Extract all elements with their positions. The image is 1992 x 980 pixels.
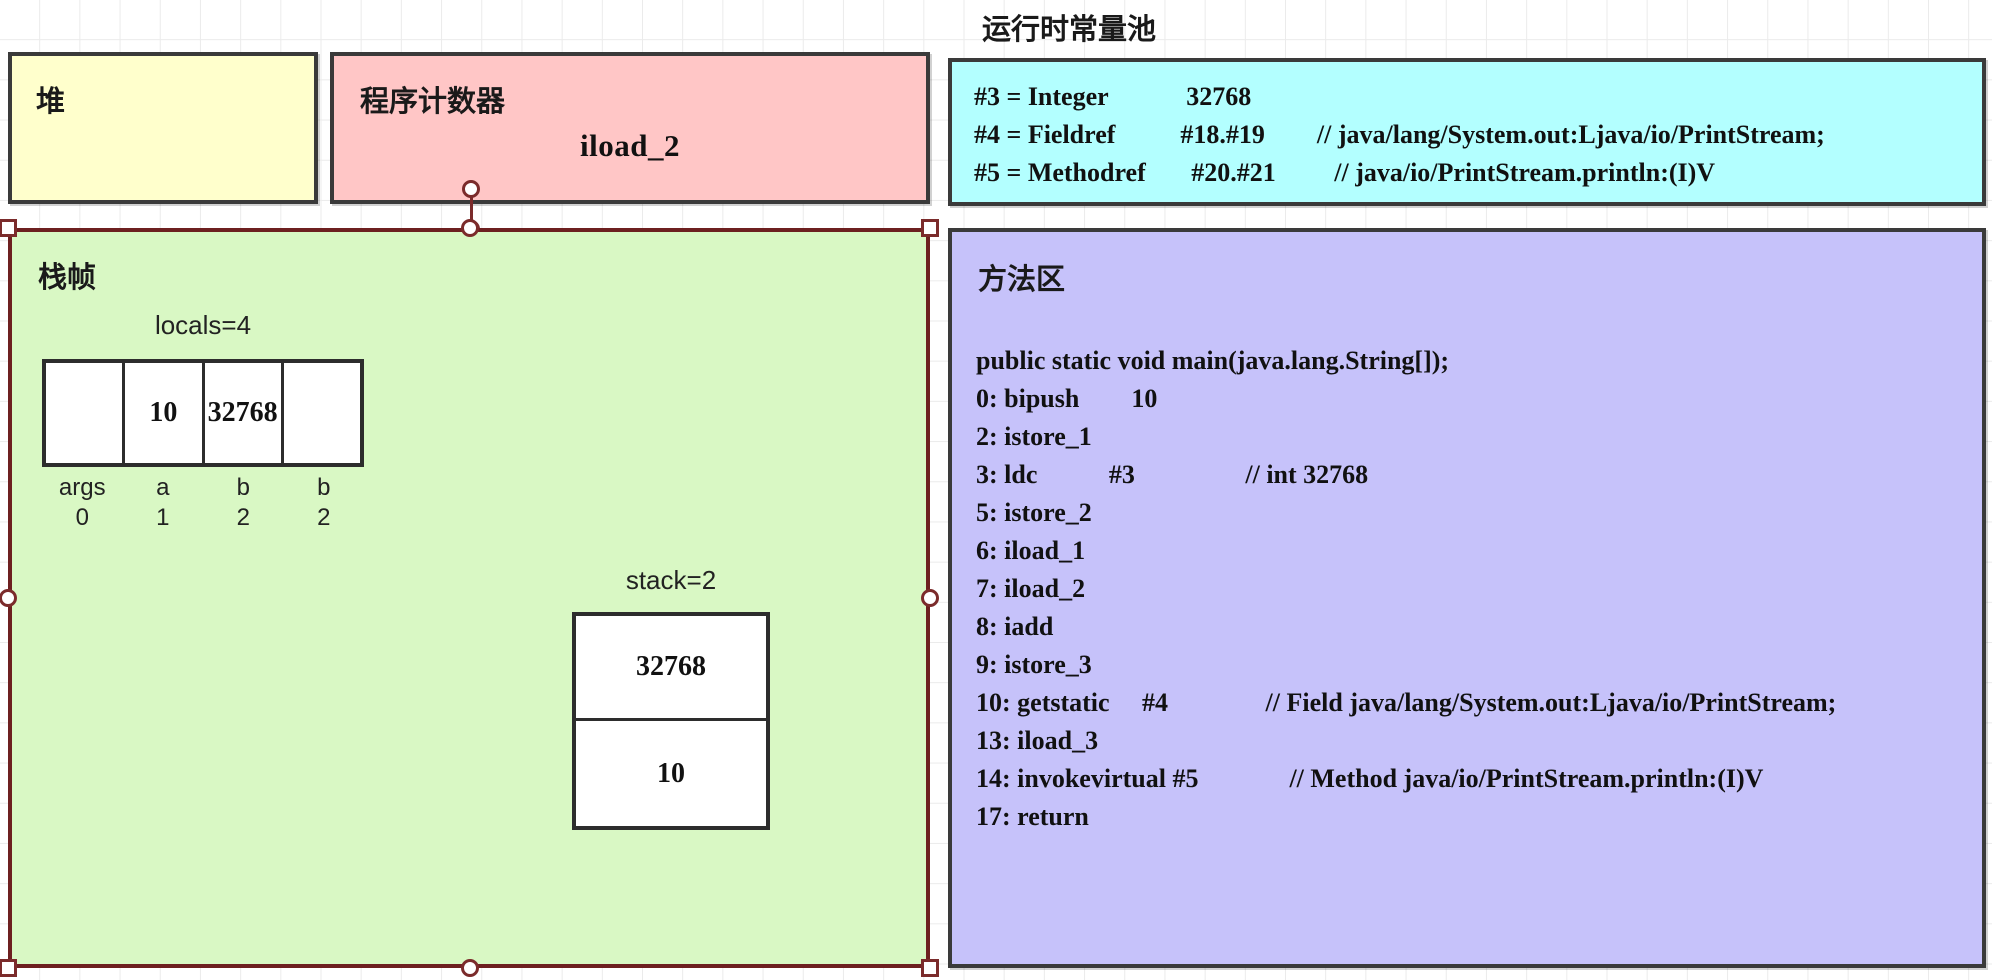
method-area-box[interactable]: 方法区 public static void main(java.lang.St…	[948, 228, 1986, 968]
locals-legend-0: args 0	[42, 473, 123, 533]
connector-line	[470, 186, 473, 230]
locals-caption: locals=4	[154, 310, 252, 340]
connector-endpoint-top-icon[interactable]	[462, 180, 480, 198]
local-variable-table-group[interactable]: locals=4 10 32768 args 0 a 1 b 2 b 2	[42, 310, 364, 533]
program-counter-value: iload_2	[580, 128, 680, 163]
locals-legend-2-name: b	[236, 474, 250, 501]
method-area-title: 方法区	[978, 264, 1066, 296]
resize-handle-bottom-left[interactable]	[0, 959, 17, 977]
resize-handle-top-left[interactable]	[0, 219, 17, 237]
operand-stack-group[interactable]: stack=2 32768 10	[572, 565, 770, 830]
runtime-constant-pool-title: 运行时常量池	[982, 14, 1157, 46]
locals-legend-3-name: b	[317, 474, 331, 501]
locals-legend-0-index: 0	[75, 504, 89, 531]
stack-frame-title: 栈帧	[38, 262, 97, 294]
locals-legend: args 0 a 1 b 2 b 2	[42, 473, 364, 533]
operand-stack-caption: stack=2	[625, 565, 717, 595]
resize-handle-top-right[interactable]	[921, 219, 939, 237]
locals-legend-3: b 2	[284, 473, 365, 533]
locals-legend-0-name: args	[58, 474, 106, 501]
locals-legend-2-index: 2	[236, 504, 250, 531]
runtime-constant-pool-listing: #3 = Integer 32768 #4 = Fieldref #18.#19…	[974, 82, 1825, 187]
operand-stack-cell-1[interactable]: 10	[657, 757, 685, 789]
locals-legend-1-name: a	[156, 474, 170, 501]
operand-stack-cell-0[interactable]: 32768	[576, 616, 766, 721]
locals-table[interactable]: 10 32768	[42, 359, 364, 467]
locals-cell-1[interactable]: 10	[125, 363, 205, 463]
resize-handle-top-center[interactable]	[461, 219, 479, 237]
locals-legend-1-index: 1	[156, 504, 170, 531]
operand-stack-table[interactable]: 32768 10	[572, 612, 770, 830]
resize-handle-middle-left[interactable]	[0, 589, 17, 607]
locals-legend-1: a 1	[123, 473, 204, 533]
locals-legend-3-index: 2	[317, 504, 331, 531]
resize-handle-bottom-right[interactable]	[921, 959, 939, 977]
runtime-constant-pool-box[interactable]: #3 = Integer 32768 #4 = Fieldref #18.#19…	[948, 58, 1986, 206]
resize-handle-bottom-center[interactable]	[461, 959, 479, 977]
resize-handle-middle-right[interactable]	[921, 589, 939, 607]
method-area-bytecode-listing: public static void main(java.lang.String…	[976, 346, 1837, 831]
heap-title: 堆	[36, 86, 66, 118]
locals-cell-0[interactable]	[46, 363, 126, 463]
locals-cell-2[interactable]: 32768	[204, 363, 284, 463]
program-counter-title: 程序计数器	[360, 86, 506, 118]
locals-cell-3[interactable]	[283, 363, 360, 463]
heap-box[interactable]: 堆	[8, 52, 318, 204]
locals-legend-2: b 2	[203, 473, 284, 533]
program-counter-box[interactable]: 程序计数器 iload_2	[330, 52, 930, 204]
